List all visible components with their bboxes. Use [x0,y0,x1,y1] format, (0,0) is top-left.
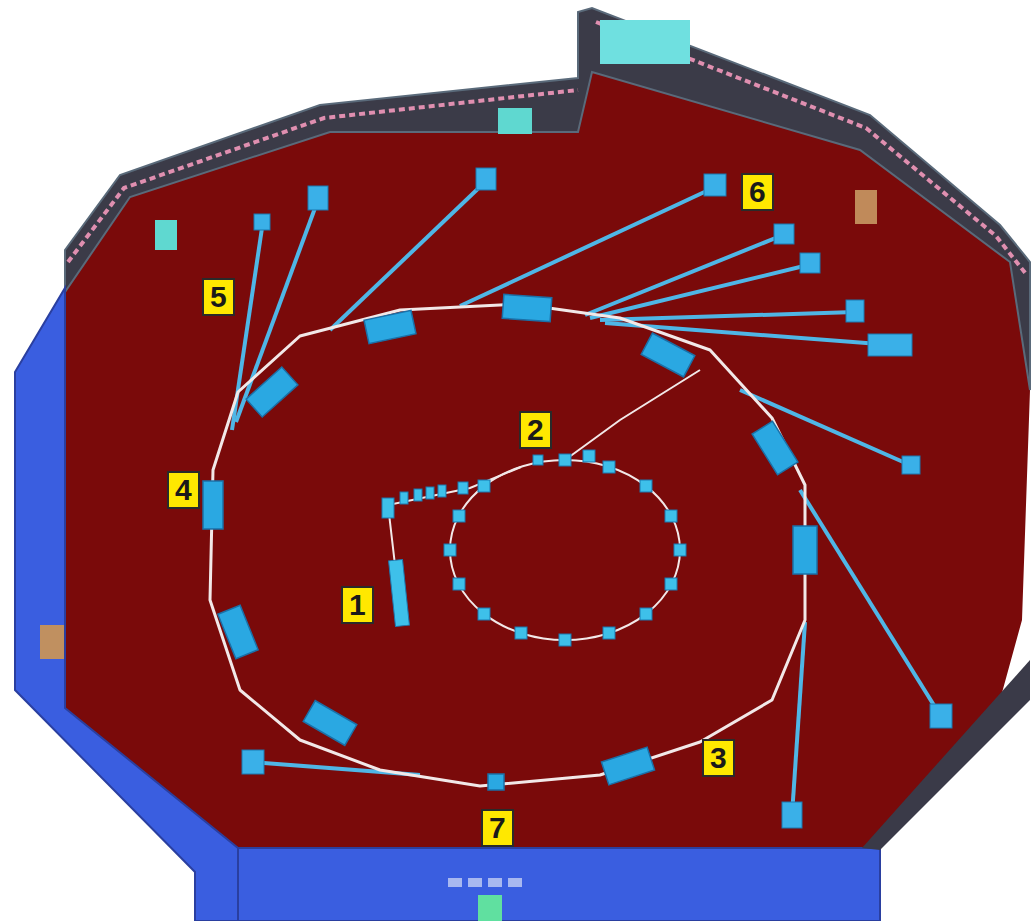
callout-number: 4 [167,471,200,509]
booster-magnet [478,608,490,620]
magnet [246,367,298,417]
beamlines [232,182,940,815]
wall-top-trim [68,90,578,262]
callout-number: 2 [519,411,552,449]
wall-window [488,878,502,887]
linac-section [414,489,422,501]
end-station [800,253,820,273]
end-station [782,802,802,828]
magnet [364,310,416,343]
booster-magnet [559,634,571,646]
magnet [203,481,223,529]
booster-magnet [453,578,465,590]
end-station [476,168,496,190]
end-station [242,750,264,774]
booster-magnet [453,510,465,522]
magnet [218,605,258,658]
linac [388,467,521,625]
booster-magnet [559,454,571,466]
callout-number: 5 [202,278,235,316]
callout-number: 7 [481,809,514,847]
magnet [488,774,504,790]
wall-panel [155,220,177,250]
booster-magnet [640,608,652,620]
linac-section [389,559,410,626]
end-station [774,224,794,244]
booster-magnet [640,480,652,492]
beamline [460,188,713,306]
end-station [846,300,864,322]
ring-magnets [203,294,817,790]
wall-window [508,878,522,887]
transfer-line [565,370,700,460]
beamline [800,490,940,715]
booster-magnet [603,627,615,639]
magnet [752,421,798,474]
wall-window [468,878,482,887]
booster-magnet [478,480,490,492]
wall-panel [855,190,877,224]
beamline-ends [242,168,952,828]
back-wall [65,8,1030,390]
end-station [308,186,328,210]
beamline [585,235,783,315]
front-wall [238,848,880,921]
booster-magnet [533,455,543,465]
booster-magnet [515,627,527,639]
magnet [793,526,817,574]
wall-door [478,895,502,921]
booster-magnet [665,578,677,590]
magnet [601,747,654,785]
booster-magnet [603,461,615,473]
side-wall [15,288,238,921]
magnet [641,333,695,377]
booster-magnets [382,450,686,646]
end-station [704,174,726,196]
wall-panel [498,108,532,134]
wall-window [448,878,462,887]
end-station [930,704,952,728]
linac-section [426,487,434,499]
linac-section [438,485,446,497]
magnet [303,701,357,746]
linac-section [382,498,394,518]
magnet [502,294,552,321]
floor [65,70,1030,850]
end-station [902,456,920,474]
wall-panel [40,625,64,659]
callout-number: 3 [702,739,735,777]
booster-magnet [444,544,456,556]
beamline [236,200,318,422]
end-station [254,214,270,230]
side-wall [862,660,1030,850]
wall-panel [600,20,690,64]
beamline [600,312,855,320]
booster-ring [450,460,680,640]
booster-magnet [583,450,595,462]
callout-number: 1 [341,586,374,624]
booster-magnet [674,544,686,556]
linac-section [400,492,408,504]
beamline [590,265,808,318]
booster-magnet [665,510,677,522]
storage-ring [210,304,805,786]
end-station [868,334,912,356]
beamline [792,622,805,815]
linac-section [458,482,468,494]
callout-number: 6 [741,173,774,211]
